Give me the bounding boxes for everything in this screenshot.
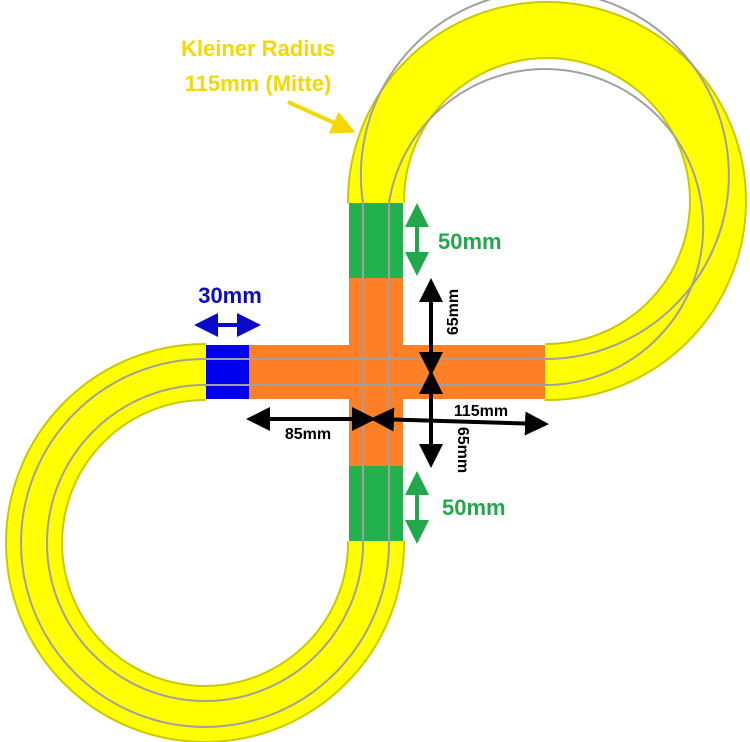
green-straight-top	[349, 203, 403, 278]
left-arm-label: 85mm	[285, 426, 331, 443]
upper-right-loop	[346, 0, 747, 402]
slot-line	[46, 383, 365, 702]
green-bottom-label: 50mm	[442, 495, 506, 520]
blue-width-label: 30mm	[198, 283, 262, 308]
blue-straight-left	[206, 345, 249, 399]
slot-line	[20, 357, 391, 728]
right-arm-arrow	[370, 407, 549, 436]
slot-line	[388, 68, 705, 386]
green-straight-bottom	[349, 466, 403, 541]
straight-slot-lines	[206, 203, 545, 541]
lower-left-loop	[5, 342, 406, 742]
green-top-label: 50mm	[438, 229, 502, 254]
radius-label-line1: Kleiner Radius	[181, 36, 335, 61]
radius-pointer-arrow	[287, 100, 356, 134]
arm-up-label: 65mm	[445, 289, 462, 335]
radius-label-line2: 115mm (Mitte)	[185, 71, 332, 96]
slot-line	[359, 0, 730, 360]
arm-down-label: 65mm	[454, 427, 471, 473]
right-arm-label: 115mm	[454, 403, 508, 420]
